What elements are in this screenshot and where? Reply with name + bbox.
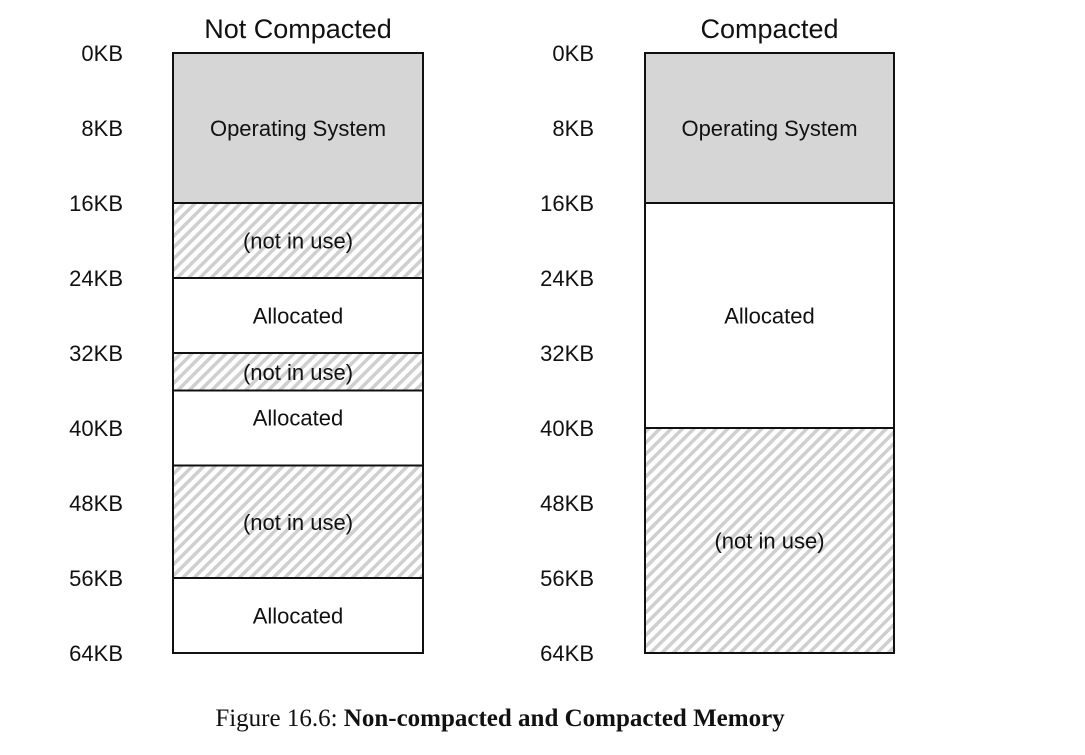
memory-segment-allocated — [172, 577, 424, 654]
address-label: 16KB — [540, 191, 594, 216]
segment-label: Operating System — [681, 116, 857, 141]
memory-segment-free — [172, 464, 424, 579]
segment-label: (not in use) — [243, 510, 353, 535]
figure-caption: Figure 16.6: Non-compacted and Compacted… — [0, 705, 1000, 733]
memory-segment-allocated — [172, 277, 424, 354]
segment-label: Allocated — [253, 406, 344, 431]
address-label: 56KB — [540, 566, 594, 591]
segment-label: (not in use) — [714, 529, 824, 554]
memory-segment-os — [644, 52, 895, 204]
address-label: 48KB — [69, 491, 123, 516]
segment-label: Allocated — [253, 604, 344, 629]
address-label: 0KB — [81, 41, 123, 66]
segment-label: (not in use) — [243, 229, 353, 254]
caption-title: Non-compacted and Compacted Memory — [343, 705, 785, 732]
address-label: 16KB — [69, 191, 123, 216]
address-label: 8KB — [552, 116, 594, 141]
column-title: Not Compacted — [204, 14, 392, 44]
memory-segment-os — [172, 52, 424, 204]
address-label: 40KB — [69, 416, 123, 441]
caption-prefix: Figure 16.6: — [215, 705, 344, 732]
address-label: 64KB — [540, 641, 594, 666]
address-label: 64KB — [69, 641, 123, 666]
memory-segment-free — [644, 427, 895, 654]
address-label: 32KB — [69, 341, 123, 366]
address-label: 24KB — [540, 266, 594, 291]
column-title: Compacted — [700, 14, 838, 44]
memory-segment-free — [172, 202, 424, 279]
memory-segment-free — [172, 352, 424, 392]
address-label: 56KB — [69, 566, 123, 591]
segment-label: Allocated — [253, 304, 344, 329]
segment-label: Operating System — [210, 116, 386, 141]
segment-label: (not in use) — [243, 360, 353, 385]
address-label: 24KB — [69, 266, 123, 291]
address-label: 48KB — [540, 491, 594, 516]
segment-label: Allocated — [724, 304, 815, 329]
address-label: 40KB — [540, 416, 594, 441]
address-label: 32KB — [540, 341, 594, 366]
address-label: 0KB — [552, 41, 594, 66]
address-label: 8KB — [81, 116, 123, 141]
